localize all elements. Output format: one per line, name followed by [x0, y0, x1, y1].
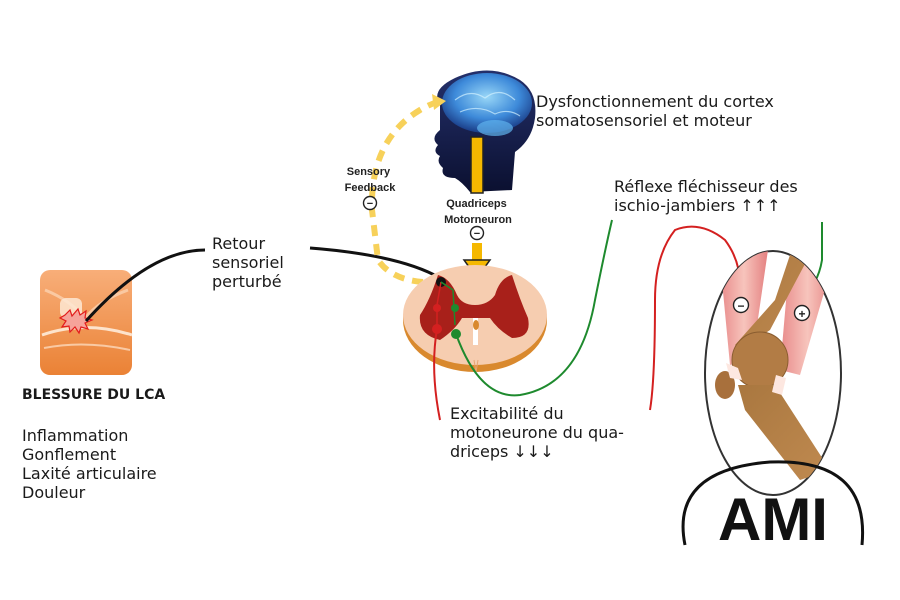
excitability-line-2: motoneurone du qua-	[450, 423, 624, 442]
hamstring-reflex-line-1: Réflexe fléchisseur des	[614, 177, 798, 196]
symptom-item: Inflammation	[22, 426, 128, 445]
hamstrings-plus-badge: +	[793, 304, 811, 322]
sensory-feedback-line-2: Feedback	[345, 182, 397, 194]
hamstrings-sign: +	[798, 307, 805, 321]
sensory-return-line-2: sensoriel	[212, 253, 284, 272]
feedback-arrowhead-icon	[432, 94, 446, 110]
sensory-return-label: Retour sensoriel perturbé	[212, 234, 289, 291]
descending-motor-bar-lower	[472, 243, 482, 263]
excitability-label: Excitabilité du motoneurone du qua- dric…	[450, 404, 629, 461]
quadriceps-motorneuron-line-2: Motorneuron	[444, 214, 512, 226]
sensory-feedback-label: Sensory Feedback	[345, 166, 397, 194]
quadriceps-motorneuron-line-1: Quadriceps	[446, 198, 507, 210]
sensory-feedback-line-1: Sensory	[347, 166, 391, 178]
excitability-line-1: Excitabilité du	[450, 404, 564, 423]
quadriceps-motorneuron-minus-badge: −	[469, 225, 485, 241]
sensory-feedback-minus-badge: −	[362, 195, 378, 211]
cortex-line-1: Dysfonctionnement du cortex	[536, 92, 774, 111]
symptom-list: Inflammation Gonflement Laxité articulai…	[22, 426, 162, 502]
spinal-cord-cross-section	[403, 265, 547, 373]
sensory-afferent-line-to-cord	[309, 246, 441, 280]
ami-logo: AMI	[681, 460, 865, 553]
sensory-return-line-3: perturbé	[212, 272, 282, 291]
inhibitory-efferent-path	[433, 225, 741, 421]
symptom-item: Gonflement	[22, 445, 116, 464]
excitability-line-3: driceps ↓↓↓	[450, 442, 554, 461]
sensory-afferent-line	[84, 248, 206, 323]
symptom-item: Laxité articulaire	[22, 464, 157, 483]
spinal-interneurons	[432, 277, 461, 339]
sensory-feedback-dashed-arrow	[368, 99, 443, 286]
injury-burst-icon	[58, 307, 94, 335]
cortex-dysfunction-label: Dysfonctionnement du cortex somatosensor…	[536, 92, 779, 130]
cortex-line-2: somatosensoriel et moteur	[536, 111, 752, 130]
hamstring-reflex-line-2: ischio-jambiers ↑↑↑	[614, 196, 781, 215]
sensory-return-line-1: Retour	[212, 234, 265, 253]
ami-logo-text: AMI	[718, 486, 828, 553]
quadriceps-sign: −	[737, 299, 744, 313]
hamstring-reflex-label: Réflexe fléchisseur des ischio-jambiers …	[614, 177, 803, 215]
sensory-feedback-sign: −	[367, 198, 373, 210]
quadriceps-minus-badge: −	[732, 296, 750, 314]
head-brain-illustration	[434, 70, 536, 192]
quadriceps-motorneuron-label: Quadriceps Motorneuron	[444, 198, 512, 226]
knee-injury-illustration	[40, 270, 133, 375]
knee-joint-illustration	[704, 250, 842, 496]
symptom-item: Douleur	[22, 483, 86, 502]
quadriceps-motorneuron-sign: −	[474, 228, 480, 240]
injury-title: BLESSURE DU LCA	[22, 387, 165, 403]
descending-motor-bar	[470, 136, 484, 194]
